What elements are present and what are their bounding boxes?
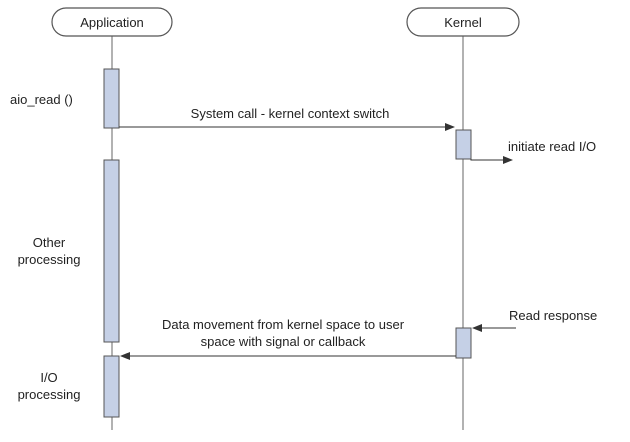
- other-processing-label-line2: processing: [18, 252, 81, 267]
- application-activation-other-processing: [103, 159, 120, 343]
- initiate-read-label: initiate read I/O: [508, 139, 596, 154]
- syscall-label: System call - kernel context switch: [191, 106, 390, 121]
- kernel-activation-initiate-read: [455, 129, 472, 160]
- read-response-label: Read response: [509, 308, 597, 323]
- application-participant-label: Application: [80, 15, 144, 30]
- kernel-activation-read-response: [455, 327, 472, 359]
- aio-read-label: aio_read (): [10, 92, 73, 107]
- data-movement-label-line2: space with signal or callback: [201, 334, 366, 349]
- kernel-participant-label: Kernel: [444, 15, 482, 30]
- application-activation-io-processing: [103, 355, 120, 418]
- initiate-read-arrow: [470, 156, 513, 164]
- kernel-participant: Kernel: [406, 7, 520, 37]
- other-processing-label-line1: Other: [33, 235, 66, 250]
- io-processing-label-line1: I/O: [40, 370, 57, 385]
- data-movement-label-line1: Data movement from kernel space to user: [162, 317, 405, 332]
- io-processing-label-line2: processing: [18, 387, 81, 402]
- application-activation-aio-read: [103, 68, 120, 129]
- application-participant: Application: [51, 7, 173, 37]
